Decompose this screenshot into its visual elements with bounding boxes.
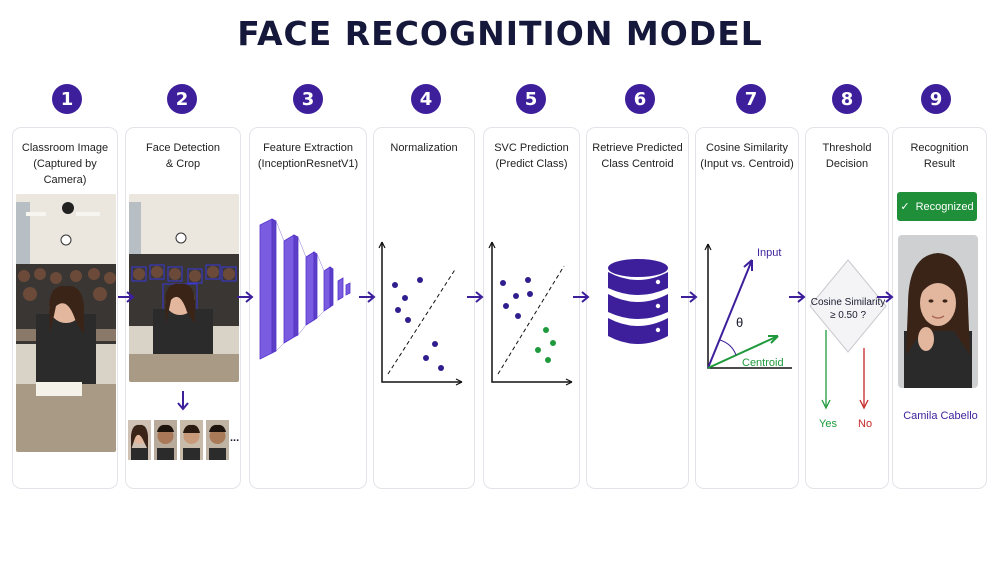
- angle-theta-label: θ: [736, 315, 744, 330]
- normalized-scatter-plot: [378, 241, 463, 386]
- centroid-vector-label: Centroid: [742, 357, 784, 369]
- flow-arrow-icon: [359, 291, 376, 303]
- threshold-condition: Cosine Similarity≥ 0.50 ?: [810, 297, 886, 321]
- input-vector-label: Input: [757, 247, 782, 259]
- step-number-8: 8: [832, 84, 862, 114]
- step-title: Face Detection& Crop: [146, 142, 220, 170]
- step-card-face-detection: Face Detection& Crop: [125, 127, 241, 489]
- flow-arrow-icon: [573, 291, 590, 303]
- step-number-7: 7: [736, 84, 766, 114]
- database-icon: [608, 259, 668, 344]
- step-card-classroom-image: Classroom Image(Captured by Camera): [12, 127, 118, 489]
- step-number-6: 6: [625, 84, 655, 114]
- check-icon: ✓: [900, 201, 910, 213]
- step-card-cosine-similarity: Cosine Similarity(Input vs. Centroid) In…: [695, 127, 799, 489]
- step-number-5: 5: [516, 84, 546, 114]
- cnn-layers-icon: [259, 218, 351, 360]
- diagram-title: FACE RECOGNITION MODEL: [237, 14, 763, 53]
- step-title: Cosine Similarity(Input vs. Centroid): [700, 142, 794, 170]
- arrow-down-icon: [177, 391, 189, 411]
- flow-arrow-icon: [877, 291, 894, 303]
- step-card-feature-extraction: Feature Extraction(InceptionResnetV1): [249, 127, 367, 489]
- more-faces-ellipsis: ...: [230, 432, 240, 444]
- flow-arrow-icon: [467, 291, 484, 303]
- step-title: Feature Extraction(InceptionResnetV1): [257, 142, 359, 170]
- decision-diamond: [809, 259, 887, 410]
- decision-yes-label: Yes: [819, 418, 837, 430]
- flow-arrow-icon: [118, 291, 135, 303]
- step-number-4: 4: [411, 84, 441, 114]
- step-title: Classroom Image(Captured by Camera): [21, 142, 109, 186]
- recognized-badge: ✓ Recognized: [897, 192, 977, 221]
- classroom-photo: [16, 194, 116, 452]
- flow-arrow-icon: [789, 291, 806, 303]
- step-title: Normalization: [390, 142, 458, 154]
- step-title: SVC Prediction(Predict Class): [494, 142, 569, 170]
- cosine-angle-diagram: [704, 243, 792, 369]
- step-number-3: 3: [293, 84, 323, 114]
- step-number-2: 2: [167, 84, 197, 114]
- step-number-1: 1: [52, 84, 82, 114]
- svc-scatter-plot: [488, 241, 573, 386]
- decision-no-label: No: [858, 418, 873, 430]
- detection-photo: [129, 194, 239, 382]
- flow-arrow-icon: [681, 291, 698, 303]
- step-card-normalization: Normalization: [373, 127, 475, 489]
- recognized-person-name: Camila Cabello: [903, 410, 978, 422]
- recognized-face-photo: [898, 235, 978, 388]
- cropped-faces: [128, 420, 229, 460]
- flow-arrow-icon: [237, 291, 254, 303]
- step-number-9: 9: [921, 84, 951, 114]
- step-card-svc-prediction: SVC Prediction(Predict Class): [483, 127, 580, 489]
